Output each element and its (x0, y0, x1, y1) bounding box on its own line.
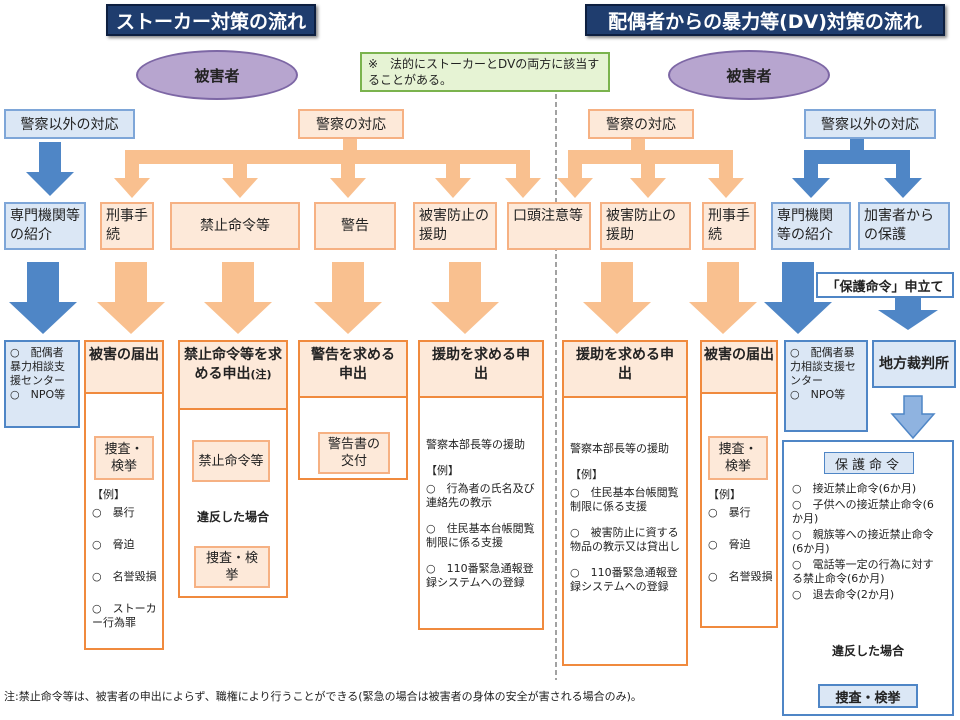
protection-request: 「保護命令」申立て (816, 272, 954, 298)
left-aid-title: 援助を求める申出 (420, 342, 542, 398)
measure-aid: 被害防止の援助 (413, 202, 497, 250)
left-victim: 被害者 (136, 50, 298, 100)
right-nonpolice-bracket (792, 138, 922, 198)
right-aid-sub: 警察本部長等の援助 (570, 442, 669, 455)
left-warn-title: 警告を求める申出 (300, 342, 406, 398)
right-report-title: 被害の届出 (702, 342, 776, 394)
left-order-panel: 禁止命令等を求める申出(注) 禁止命令等 違反した場合 捜査・検挙 (178, 340, 288, 598)
orange-down-arrows (97, 262, 757, 334)
measure-prohibition: 禁止命令等 (170, 202, 300, 250)
left-referral-item: ○ 配偶者暴力相談支援センター (10, 346, 65, 387)
right-referral-item: ○ NPO等 (790, 388, 846, 401)
right-title: 配偶者からの暴力等(DV)対策の流れ (585, 4, 945, 36)
right-referral-item: ○ 配偶者暴力相談支援センター (790, 346, 856, 387)
right-report-list: 【例】 ○ 暴行 ○ 脅迫 ○ 名誉毀損 (708, 488, 773, 583)
left-referral-list: ○ 配偶者暴力相談支援センター ○ NPO等 (4, 340, 80, 428)
left-aid-sub: 警察本部長等の援助 (426, 438, 525, 451)
left-order-sub: 禁止命令等 (192, 440, 270, 482)
left-aid-list: 【例】 ○ 行為者の氏名及び連絡先の教示 ○ 住民基本台帳閲覧制限に係る支援 ○… (426, 464, 535, 589)
right-police-label: 警察の対応 (588, 109, 694, 139)
right-report-sub: 捜査・検挙 (708, 436, 768, 480)
right-measure-aid: 被害防止の援助 (600, 202, 691, 250)
left-order-violation: 違反した場合 (196, 510, 269, 524)
protection-end: 捜査・検挙 (818, 684, 918, 708)
left-nonpolice-label: 警察以外の対応 (4, 109, 135, 139)
measure-verbal-caution: 口頭注意等 (507, 202, 591, 250)
right-aid-title: 援助を求める申出 (564, 342, 686, 398)
blue-down-arrows (9, 262, 938, 334)
protection-violation: 違反した場合 (831, 644, 904, 658)
left-report-sub: 捜査・検挙 (94, 436, 154, 480)
right-referral-box: 専門機関等の紹介 (771, 202, 851, 250)
left-referral-item: ○ NPO等 (10, 388, 66, 401)
left-report-title: 被害の届出 (86, 342, 162, 394)
measure-criminal: 刑事手続 (100, 202, 154, 250)
center-note: ※ 法的にストーカーとDVの両方に該当することがある。 (360, 52, 610, 92)
right-measure-criminal: 刑事手続 (702, 202, 756, 250)
measure-warning: 警告 (314, 202, 396, 250)
left-aid-panel: 援助を求める申出 警察本部長等の援助 【例】 ○ 行為者の氏名及び連絡先の教示 … (418, 340, 544, 630)
protection-order-list: ○ 接近禁止命令(6か月) ○ 子供への接近禁止命令(6か月) ○ 親族等への接… (792, 482, 934, 601)
right-victim: 被害者 (668, 50, 830, 100)
protection-order-title: 保護命令 (824, 452, 914, 474)
right-nonpolice-label: 警察以外の対応 (804, 109, 936, 139)
court-title: 地方裁判所 (872, 340, 956, 388)
right-report-panel: 被害の届出 捜査・検挙 【例】 ○ 暴行 ○ 脅迫 ○ 名誉毀損 (700, 340, 778, 628)
protection-order-panel: 保護命令 ○ 接近禁止命令(6か月) ○ 子供への接近禁止命令(6か月) ○ 親… (782, 440, 954, 716)
left-police-bracket (114, 138, 541, 198)
right-referral-list: ○ 配偶者暴力相談支援センター ○ NPO等 (784, 340, 868, 432)
left-nonpolice-arrow (26, 142, 74, 196)
left-report-example: 【例】 ○ 暴行 ○ 脅迫 ○ 名誉毀損 ○ ストーカー行為罪 (92, 488, 157, 629)
right-protection-box: 加害者からの保護 (858, 202, 950, 250)
left-referral-box: 専門機関等の紹介 (4, 202, 86, 250)
right-aid-panel: 援助を求める申出 警察本部長等の援助 【例】 ○ 住民基本台帳閲覧制限に係る支援… (562, 340, 688, 666)
right-aid-list: 【例】 ○ 住民基本台帳閲覧制限に係る支援 ○ 被害防止に資する物品の教示又は貸… (570, 468, 680, 593)
court-inner-arrows (890, 395, 936, 440)
left-police-label: 警察の対応 (298, 109, 404, 139)
footnote: 注:禁止命令等は、被害者の申出によらず、職権により行うことができる(緊急の場合は… (4, 690, 642, 703)
left-warn-panel: 警告を求める申出 警告書の交付 (298, 340, 408, 480)
left-order-title: 禁止命令等を求める申出(注) (180, 342, 286, 410)
left-report-panel: 被害の届出 捜査・検挙 【例】 ○ 暴行 ○ 脅迫 ○ 名誉毀損 ○ ストーカー… (84, 340, 164, 650)
left-order-end: 捜査・検挙 (194, 546, 270, 588)
right-police-bracket (557, 138, 744, 198)
left-warn-sub: 警告書の交付 (318, 432, 390, 474)
left-title: ストーカー対策の流れ (106, 4, 316, 36)
